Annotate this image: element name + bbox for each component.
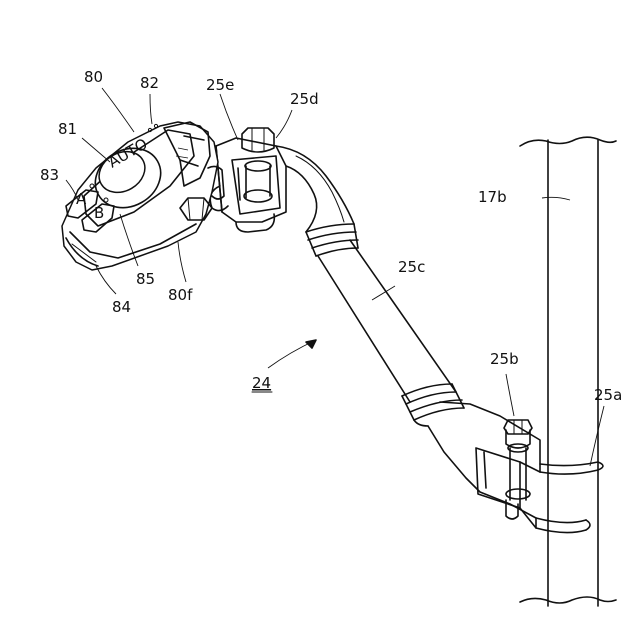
clamp-band-25a <box>536 462 603 533</box>
upper-bracket <box>210 128 286 232</box>
vertical-pipe-17b <box>520 137 616 606</box>
label-17b: 17b <box>478 188 507 206</box>
label-80: 80 <box>84 68 103 86</box>
diagonal-tube-25c <box>306 224 464 426</box>
switch-housing-80: AUTO A B <box>62 122 224 270</box>
label-80f: 80f <box>168 286 193 304</box>
label-25c: 25c <box>398 258 425 276</box>
lower-bracket <box>428 402 540 528</box>
label-85: 85 <box>136 270 155 288</box>
upper-elbow <box>276 146 354 232</box>
label-25b: 25b <box>490 350 519 368</box>
assembly-arrow <box>268 340 316 368</box>
label-83: 83 <box>40 166 59 184</box>
label-24: 24 <box>252 374 271 392</box>
label-81: 81 <box>58 120 77 138</box>
label-84: 84 <box>112 298 131 316</box>
label-25d: 25d <box>290 90 319 108</box>
label-25e: 25e <box>206 76 234 94</box>
label-25a: 25a <box>594 386 622 404</box>
button-b-text: B <box>94 204 104 222</box>
label-82: 82 <box>140 74 159 92</box>
